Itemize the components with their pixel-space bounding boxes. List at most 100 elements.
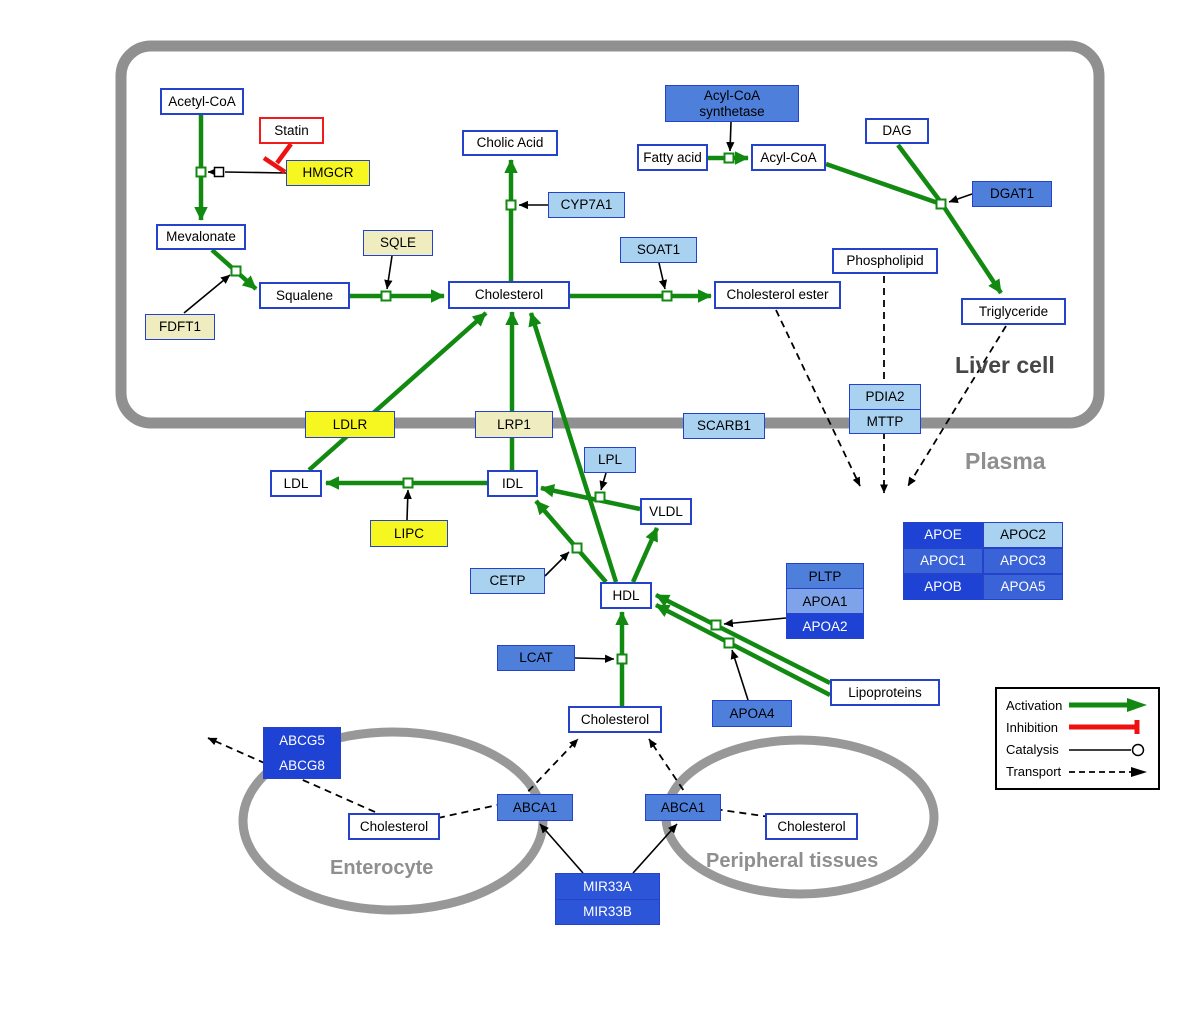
node-acetyl-coa[interactable]: Acetyl-CoA xyxy=(160,88,244,115)
legend-inhibition-label: Inhibition xyxy=(1006,719,1059,735)
catalysis-dgat1 xyxy=(948,193,973,203)
catalysis-soat1 xyxy=(658,262,668,290)
node-acyl-coa[interactable]: Acyl-CoA xyxy=(751,144,826,171)
transport-abca1-enterocyte xyxy=(437,738,579,819)
node-apob[interactable]: APOB xyxy=(903,574,983,600)
peripheral-tissues-label: Peripheral tissues xyxy=(706,850,879,872)
node-mttp[interactable]: MTTP xyxy=(849,409,921,434)
node-acyl-coa-synthetase[interactable]: Acyl-CoA synthetase xyxy=(665,85,799,122)
activation-edges xyxy=(194,115,1003,706)
node-statin[interactable]: Statin xyxy=(259,117,324,144)
node-dag[interactable]: DAG xyxy=(865,118,929,144)
node-pltp[interactable]: PLTP xyxy=(786,563,864,589)
reaction-node xyxy=(935,198,947,210)
node-squalene[interactable]: Squalene xyxy=(259,282,350,309)
pltp-apoa-stack: PLTP APOA1 APOA2 xyxy=(786,563,864,639)
enterocyte-membrane xyxy=(238,727,548,915)
node-triglyceride[interactable]: Triglyceride xyxy=(961,298,1066,325)
node-mevalonate[interactable]: Mevalonate xyxy=(156,224,246,250)
node-dgat1[interactable]: DGAT1 xyxy=(972,181,1052,207)
legend-item-inhibition: Inhibition xyxy=(1006,719,1149,735)
node-fdft1[interactable]: FDFT1 xyxy=(145,314,215,340)
regulation-mir33-abca1-left xyxy=(539,823,584,874)
catalysis-cetp xyxy=(544,551,570,577)
node-pdia2[interactable]: PDIA2 xyxy=(849,384,921,410)
reaction-node xyxy=(505,199,517,211)
inhibition-statin-tbar xyxy=(262,156,287,174)
activation-hdl-idl-cetp xyxy=(534,499,608,584)
node-cholesterol-plasma[interactable]: Cholesterol xyxy=(568,706,662,733)
activation-acylcoa-dgat1-node xyxy=(825,161,939,206)
node-apoa1[interactable]: APOA1 xyxy=(786,589,864,614)
node-cholesterol-enterocyte[interactable]: Cholesterol xyxy=(348,813,440,840)
catalysis-edges xyxy=(183,121,973,874)
node-cyp7a1[interactable]: CYP7A1 xyxy=(548,192,625,218)
node-abcg5[interactable]: ABCG5 xyxy=(263,727,341,754)
node-soat1[interactable]: SOAT1 xyxy=(620,237,697,263)
node-apoa4[interactable]: APOA4 xyxy=(712,700,792,727)
legend-item-activation: Activation xyxy=(1006,697,1149,713)
node-mir33a[interactable]: MIR33A xyxy=(555,873,660,900)
node-cholesterol-liver[interactable]: Cholesterol xyxy=(448,281,570,309)
transport-dashed-arrow-icon xyxy=(1069,766,1147,777)
catalysis-circle-icon xyxy=(1069,743,1145,756)
node-fatty-acid[interactable]: Fatty acid xyxy=(637,144,708,171)
catalysis-fdft1 xyxy=(183,274,231,314)
node-cetp[interactable]: CETP xyxy=(470,568,545,594)
node-scarb1[interactable]: SCARB1 xyxy=(683,413,765,439)
node-cholesterol-peripheral[interactable]: Cholesterol xyxy=(765,813,858,840)
node-idl[interactable]: IDL xyxy=(487,470,538,497)
node-vldl[interactable]: VLDL xyxy=(640,498,692,525)
node-cholesterol-ester[interactable]: Cholesterol ester xyxy=(714,281,841,309)
pdia2-mttp-stack: PDIA2 MTTP xyxy=(849,384,921,434)
legend-item-catalysis: Catalysis xyxy=(1006,742,1149,758)
catalysis-sqle xyxy=(384,255,393,290)
node-apoa2[interactable]: APOA2 xyxy=(786,614,864,639)
node-abca1-enterocyte[interactable]: ABCA1 xyxy=(497,794,573,821)
legend-transport-label: Transport xyxy=(1006,764,1062,780)
node-apoc1[interactable]: APOC1 xyxy=(903,548,983,574)
node-lrp1[interactable]: LRP1 xyxy=(475,411,553,438)
node-phospholipid[interactable]: Phospholipid xyxy=(832,248,938,274)
legend-activation-label: Activation xyxy=(1006,697,1063,713)
legend: Activation Inhibition Catalysis Transpor… xyxy=(995,687,1160,790)
node-mir33b[interactable]: MIR33B xyxy=(555,899,660,925)
node-lcat[interactable]: LCAT xyxy=(497,645,575,671)
catalysis-apoa1-apoa2 xyxy=(723,617,787,628)
mir33-stack: MIR33A MIR33B xyxy=(555,873,660,925)
node-apoc2[interactable]: APOC2 xyxy=(983,522,1063,548)
catalysis-apoa4 xyxy=(730,649,749,701)
regulation-mir33-abca1-right xyxy=(632,823,678,874)
inhibition-edges xyxy=(262,142,293,174)
catalysis-hmgcr xyxy=(224,171,287,174)
transport-cholesterol-ester-secretion xyxy=(775,309,861,487)
catalysis-acyl-coa-synthetase xyxy=(726,121,735,152)
activation-vldl-idl xyxy=(540,484,641,512)
activation-lipoproteins-hdl-upper xyxy=(654,592,832,686)
node-cholic-acid[interactable]: Cholic Acid xyxy=(462,130,558,156)
activation-lipoproteins-hdl-lower xyxy=(654,603,832,697)
node-lipoproteins[interactable]: Lipoproteins xyxy=(830,679,940,706)
catalysis-lipc xyxy=(403,489,412,521)
node-ldlr[interactable]: LDLR xyxy=(305,411,395,438)
node-hdl[interactable]: HDL xyxy=(600,582,652,609)
node-abca1-peripheral[interactable]: ABCA1 xyxy=(645,794,721,821)
reaction-node xyxy=(723,152,735,164)
node-apoe[interactable]: APOE xyxy=(903,522,983,548)
node-apoc3[interactable]: APOC3 xyxy=(983,548,1063,574)
node-abcg8[interactable]: ABCG8 xyxy=(263,753,341,779)
node-ldl[interactable]: LDL xyxy=(270,470,322,497)
node-lpl[interactable]: LPL xyxy=(584,447,636,473)
activation-arrow-icon xyxy=(1069,698,1147,713)
reaction-node xyxy=(402,477,414,489)
activation-node-triglyceride xyxy=(942,205,1003,295)
reaction-node xyxy=(380,290,392,302)
node-sqle[interactable]: SQLE xyxy=(363,230,433,256)
node-lipc[interactable]: LIPC xyxy=(370,520,448,547)
reaction-node xyxy=(571,542,583,554)
transport-abcg5-abcg8-efflux xyxy=(207,737,376,813)
node-apoa5[interactable]: APOA5 xyxy=(983,574,1063,600)
node-hmgcr[interactable]: HMGCR xyxy=(286,160,370,186)
